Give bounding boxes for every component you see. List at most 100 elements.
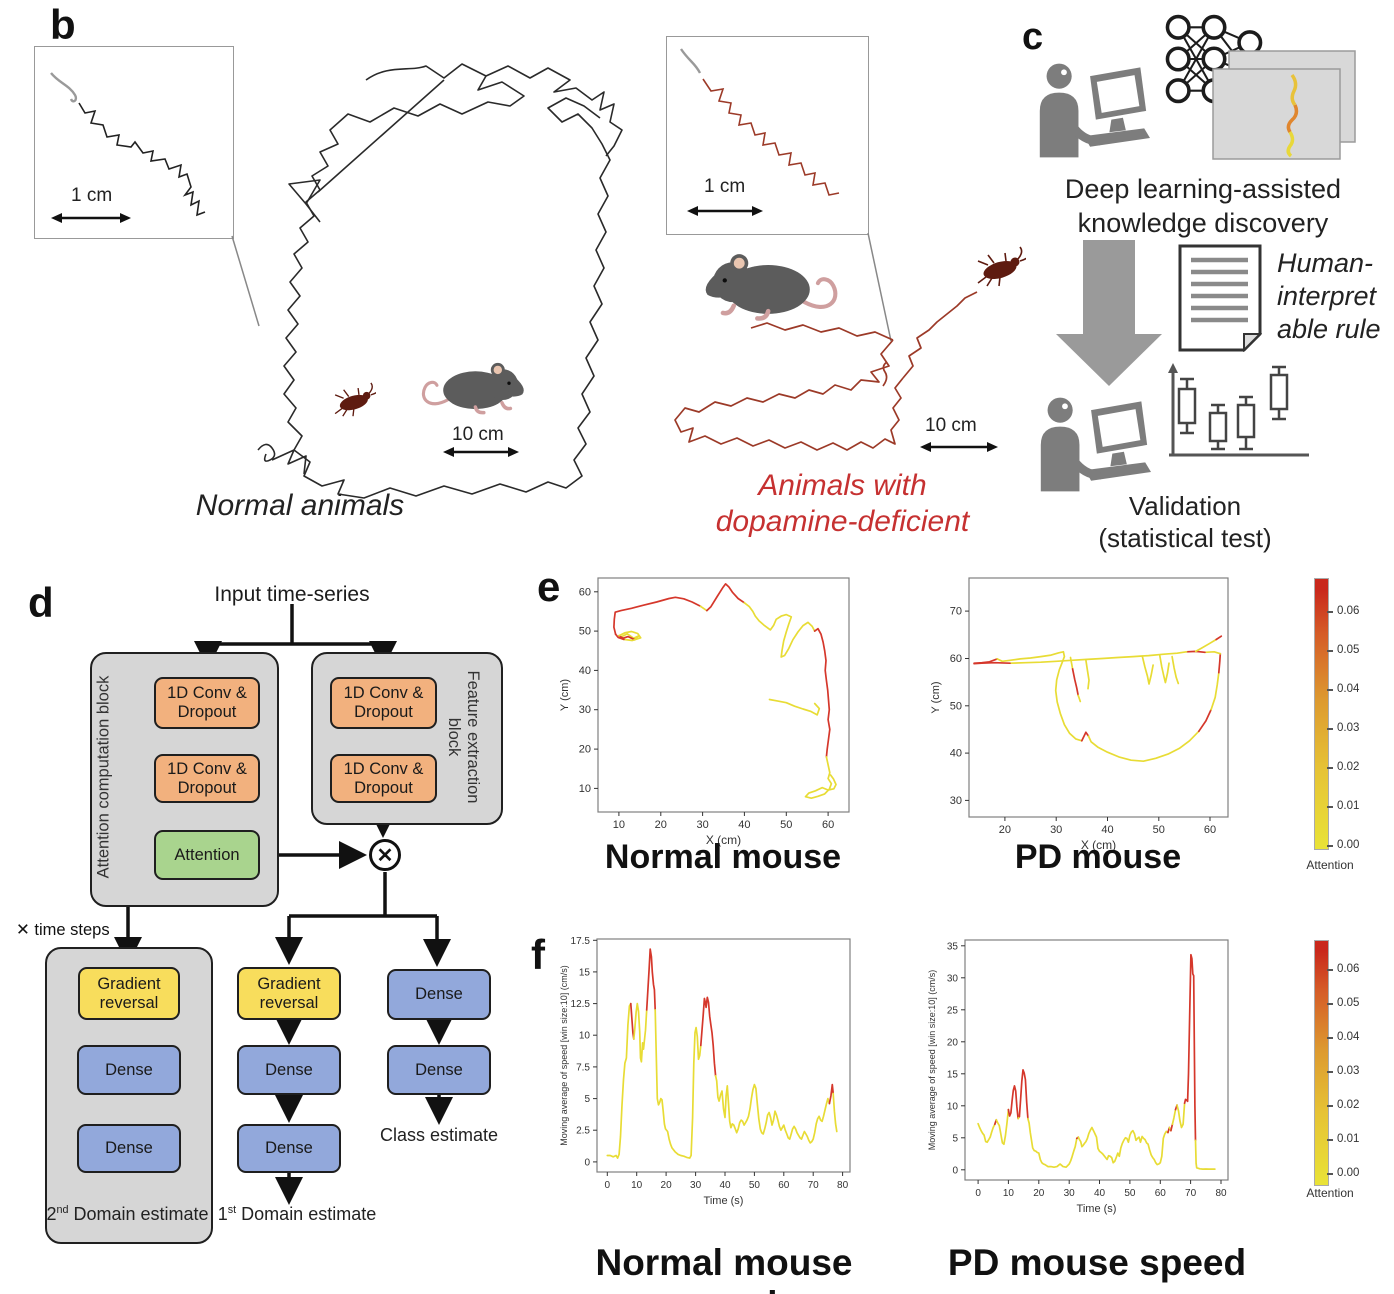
y-tick-label: 15	[947, 1069, 959, 1080]
x-tick-label: 30	[696, 819, 708, 831]
x-tick-label: 50	[1153, 824, 1165, 836]
attention-box: Attention	[154, 830, 260, 880]
feature-block-label: Feature extraction block	[445, 670, 482, 804]
x-tick-label: 40	[719, 1180, 731, 1191]
dense-box: Dense	[387, 1045, 491, 1095]
dense-box: Dense	[237, 1045, 341, 1095]
x-tick-label: 30	[690, 1180, 702, 1191]
domain2-rest: Domain estimate	[68, 1204, 209, 1224]
colorbar-label: Attention	[1306, 1186, 1354, 1200]
y-axis-label: Y (cm)	[930, 681, 942, 713]
x-tick-label: 60	[822, 819, 834, 831]
domain1-estimate-label: 1st Domain estimate	[212, 1204, 382, 1225]
domain1-num: 1	[217, 1204, 228, 1224]
y-tick-label: 15	[579, 967, 591, 978]
y-tick-label: 70	[950, 606, 962, 618]
y-tick-label: 20	[579, 744, 591, 756]
dense-box: Dense	[77, 1045, 181, 1095]
y-tick-label: 30	[950, 795, 962, 807]
person-computer-icon	[1039, 63, 1150, 158]
panel-letter-b: b	[50, 1, 76, 48]
y-tick-label: 60	[579, 586, 591, 598]
y-tick-label: 5	[952, 1133, 958, 1144]
colorbar-tick-label: 0.01	[1337, 1133, 1360, 1145]
x-tick-label: 10	[1003, 1188, 1015, 1199]
domain2-num: 2	[46, 1204, 57, 1224]
cockroach-icon-pd	[977, 246, 1026, 287]
x-tick-label: 70	[1185, 1188, 1197, 1199]
domain2-estimate-label: 2nd Domain estimate	[40, 1204, 215, 1225]
colorbar-tick	[1327, 1071, 1333, 1073]
y-tick-label: 10	[579, 783, 591, 795]
x-tick-label: 20	[999, 824, 1011, 836]
y-tick-label: 2.5	[576, 1126, 590, 1137]
dense-box: Dense	[237, 1124, 341, 1173]
colorbar-tick	[1327, 806, 1333, 808]
x-tick-label: 60	[1155, 1188, 1167, 1199]
scale-arrow	[443, 447, 519, 457]
x-tick-label: 30	[1064, 1188, 1076, 1199]
boxplot-icon	[1168, 363, 1309, 457]
x-tick-label: 10	[613, 819, 625, 831]
panel-letter-c: c	[1022, 16, 1044, 58]
colorbar-tick	[1327, 1139, 1333, 1141]
inset-scale-label: 1 cm	[71, 185, 113, 206]
colorbar-tick-label: 0.05	[1337, 997, 1360, 1009]
attention-block-label: Attention computation block	[94, 675, 113, 879]
down-arrow-icon	[1056, 240, 1162, 386]
y-tick-label: 35	[947, 941, 959, 952]
dl-caption-line2: knowledge discovery	[1077, 208, 1329, 238]
x-tick-label: 50	[780, 819, 792, 831]
rule-caption: Human- interpret able rule	[1277, 247, 1394, 346]
x-tick-label: 40	[1101, 824, 1113, 836]
y-tick-label: 5	[584, 1094, 590, 1105]
y-tick-label: 20	[947, 1037, 959, 1048]
colorbar-gradient	[1314, 940, 1329, 1186]
pd-caption-line2: dopamine-deficient	[715, 505, 970, 538]
title-pd-mouse-speed: PD mouse speed	[947, 1242, 1247, 1283]
x-tick-label: 80	[1215, 1188, 1227, 1199]
arena-scale-label: 10 cm	[452, 424, 504, 445]
inset-callout-line	[867, 232, 892, 342]
colorbar-tick	[1327, 1105, 1333, 1107]
colorbar-tick	[1327, 1173, 1333, 1175]
gradient-reversal-box: Gradient reversal	[78, 967, 180, 1020]
y-tick-label: 50	[950, 700, 962, 712]
inset-scale-label: 1 cm	[704, 176, 746, 197]
y-axis-label: Y (cm)	[559, 679, 571, 711]
y-axis-label: Moving average of speed [win size:10] (c…	[927, 970, 937, 1151]
inset-callout-line	[231, 235, 260, 327]
colorbar-tick-label: 0.04	[1337, 1031, 1360, 1043]
x-tick-label: 10	[631, 1180, 643, 1191]
normal-caption: Normal animals	[195, 489, 405, 522]
y-tick-label: 30	[947, 973, 959, 984]
pd-inset-trajectory	[680, 48, 840, 196]
y-tick-label: 0	[952, 1165, 958, 1176]
pd-inset-box: 1 cm	[666, 36, 869, 235]
multiply-node: ✕	[369, 839, 401, 871]
y-tick-label: 7.5	[576, 1062, 590, 1073]
conv-dropout-box: 1D Conv & Dropout	[330, 677, 437, 729]
x-tick-label: 0	[975, 1188, 981, 1199]
colorbar-tick-label: 0.06	[1337, 963, 1360, 975]
arena-scale-label: 10 cm	[925, 415, 977, 436]
y-tick-label: 40	[950, 748, 962, 760]
x-tick-label: 40	[738, 819, 750, 831]
pd-arena-trajectory	[674, 291, 978, 451]
dense-box: Dense	[387, 969, 491, 1020]
colorbar-tick-label: 0.01	[1337, 800, 1360, 812]
y-tick-label: 25	[947, 1005, 959, 1016]
conv-dropout-box: 1D Conv & Dropout	[154, 754, 260, 803]
x-axis-label: X (cm)	[1081, 838, 1116, 852]
panel-letter-f: f	[531, 931, 545, 978]
x-tick-label: 70	[808, 1180, 820, 1191]
person-computer-icon	[1040, 397, 1151, 492]
colorbar-tick	[1327, 845, 1333, 847]
colorbar-tick	[1327, 689, 1333, 691]
